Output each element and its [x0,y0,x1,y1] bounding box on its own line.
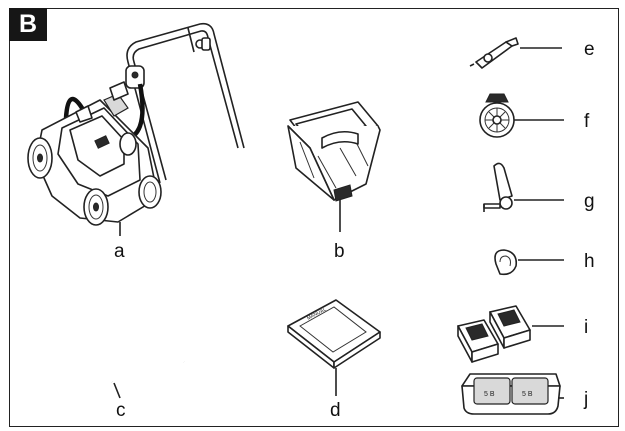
lawn-mower-icon [27,22,245,236]
label-b: b [334,241,345,262]
grass-bag-icon [287,101,381,232]
label-g: g [584,191,595,212]
label-e: e [584,39,595,60]
manual-icon: MANUAL [287,299,381,396]
battery-pack-icon [457,305,564,363]
section-badge: B [9,8,47,41]
safety-key-icon [469,37,562,69]
cable-tie-icon [494,249,564,276]
battery-charger-icon: 5 B 5 B [461,373,564,415]
lower-handle-icon [79,281,186,399]
charger-slot-label-1: 5 B [484,391,495,398]
label-d: d [330,400,341,421]
cable-clip-icon [479,93,564,138]
label-c: c [116,400,126,421]
label-f: f [584,111,590,132]
label-i: i [584,317,588,338]
label-a: a [114,241,125,262]
handle-lever-icon [483,162,564,212]
label-j: j [583,389,588,410]
label-h: h [584,251,595,272]
charger-slot-label-2: 5 B [522,391,533,398]
